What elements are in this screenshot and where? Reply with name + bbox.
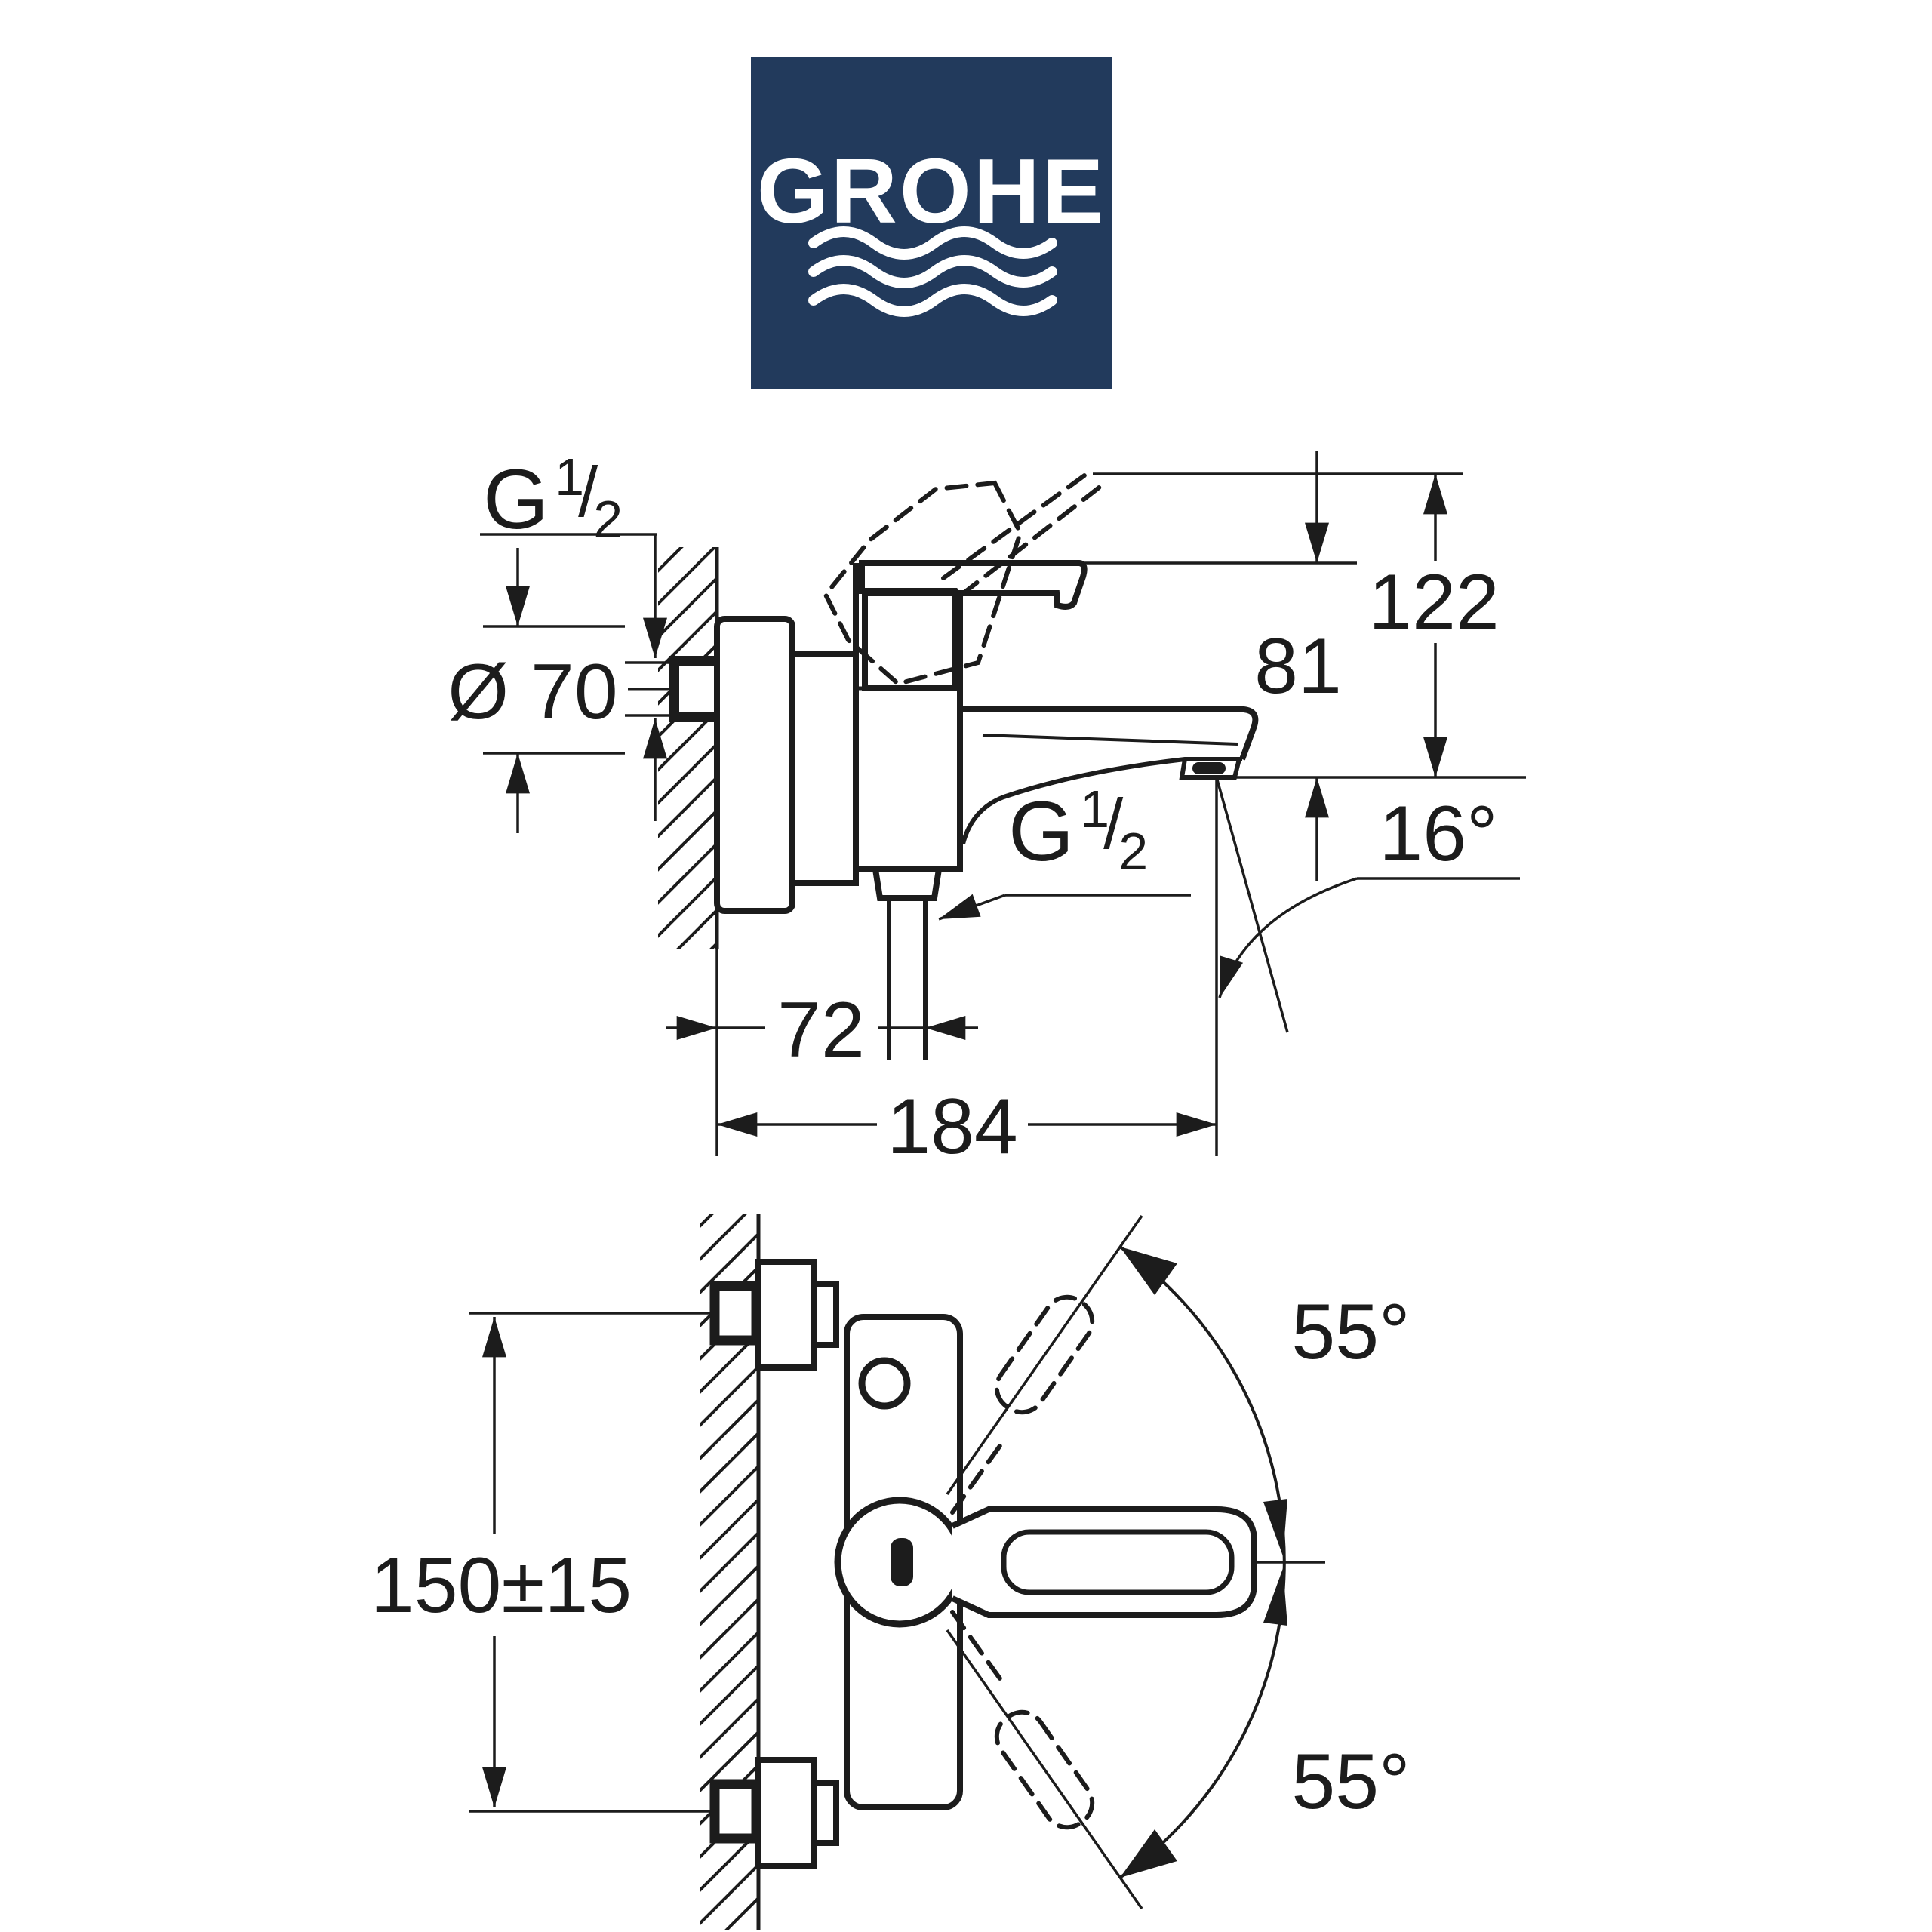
lever-outer: [951, 1506, 1257, 1618]
handle-raised-dashed-1: [941, 467, 1095, 580]
swing-dimensions: 55° 55°: [946, 1214, 1411, 1910]
dim-72-label: 72: [777, 986, 865, 1074]
dim-16deg: 16°: [1215, 777, 1520, 1156]
spout: [960, 706, 1259, 844]
dim-150: 150±15: [371, 1312, 713, 1813]
spout-inner-line: [982, 734, 1238, 746]
logo-brand-text: GROHE: [757, 140, 1106, 242]
dim-16deg-arc-leader: [1218, 877, 1358, 998]
front-faucet: [834, 1314, 1257, 1810]
union-block: [755, 1757, 817, 1869]
dim-122: 122: [1368, 473, 1500, 777]
lever-ghost-up: [994, 1294, 1095, 1415]
dim-55-up-label: 55°: [1291, 1288, 1410, 1376]
wall-union-nut: [669, 656, 725, 722]
arc-arrowhead-center-up: [1263, 1499, 1287, 1556]
side-wall: [658, 547, 719, 1156]
front-view: 55° 55° 150±15: [371, 1214, 1411, 1930]
upper-union: [709, 1259, 839, 1371]
wall-hatch: [658, 547, 717, 949]
lever-ghost-down: [994, 1709, 1095, 1830]
dim-dia70: Ø 70: [448, 548, 673, 833]
logo-background: [751, 57, 1112, 389]
union-collar: [811, 1281, 839, 1348]
dim-184-label: 184: [887, 1083, 1018, 1171]
arc-arrowhead-top: [1120, 1247, 1177, 1295]
dia70-label: Ø 70: [448, 648, 617, 736]
dim-184: 184: [716, 1083, 1217, 1171]
handle-keyhole-mark: [891, 1538, 913, 1586]
handle-raised-dashed-2: [959, 481, 1107, 597]
hose-nut: [872, 866, 943, 901]
lower-union: [709, 1757, 839, 1869]
dim-72: 72: [666, 986, 978, 1074]
dim-150-label: 150±15: [371, 1542, 632, 1629]
lever-ghost-down-near: [950, 1610, 1008, 1688]
spout-angle-ray: [1215, 777, 1289, 1033]
cartridge-block: [862, 590, 958, 691]
handle: [823, 467, 1107, 691]
union-nut: [709, 1779, 761, 1844]
dim-55-down-label: 55°: [1291, 1738, 1410, 1826]
arc-arrowhead-center-down: [1263, 1568, 1287, 1626]
dim-81: 81: [1254, 451, 1342, 881]
aerator-outline: [1179, 758, 1241, 780]
aerator-slot: [1192, 762, 1226, 774]
lever-bar: [951, 1506, 1257, 1618]
side-dimensions: 81 122 16° 72: [448, 448, 1526, 1171]
swing-ray-down: [946, 1629, 1143, 1910]
swing-arc: [1118, 1245, 1286, 1879]
wave-lines-icon: [808, 226, 1057, 317]
screw-hole: [858, 1357, 911, 1410]
swing-ray-up: [946, 1214, 1143, 1496]
union-block: [755, 1259, 817, 1371]
dim-16deg-label: 16°: [1379, 790, 1497, 878]
union-connector: [789, 651, 859, 886]
handle-knuckle-dashed: [823, 480, 1023, 687]
spout-underside: [961, 757, 1242, 844]
side-faucet: [628, 467, 1259, 1060]
union-nut: [709, 1281, 761, 1346]
spout-top-edge: [960, 706, 1259, 761]
shower-hose-connection: [872, 866, 943, 1060]
escutcheon: [714, 616, 795, 914]
dim-81-label: 81: [1254, 623, 1342, 710]
union-collar: [811, 1780, 839, 1846]
side-view: 81 122 16° 72: [448, 448, 1526, 1171]
grohe-logo: GROHE: [751, 57, 1112, 389]
dim-122-label: 122: [1368, 558, 1500, 646]
lever-inner: [1001, 1529, 1235, 1595]
lever-ghost-up-near: [950, 1436, 1008, 1515]
arc-arrowhead-bottom: [1120, 1829, 1177, 1878]
g12-bottom-leader-arrow: [938, 894, 1006, 921]
